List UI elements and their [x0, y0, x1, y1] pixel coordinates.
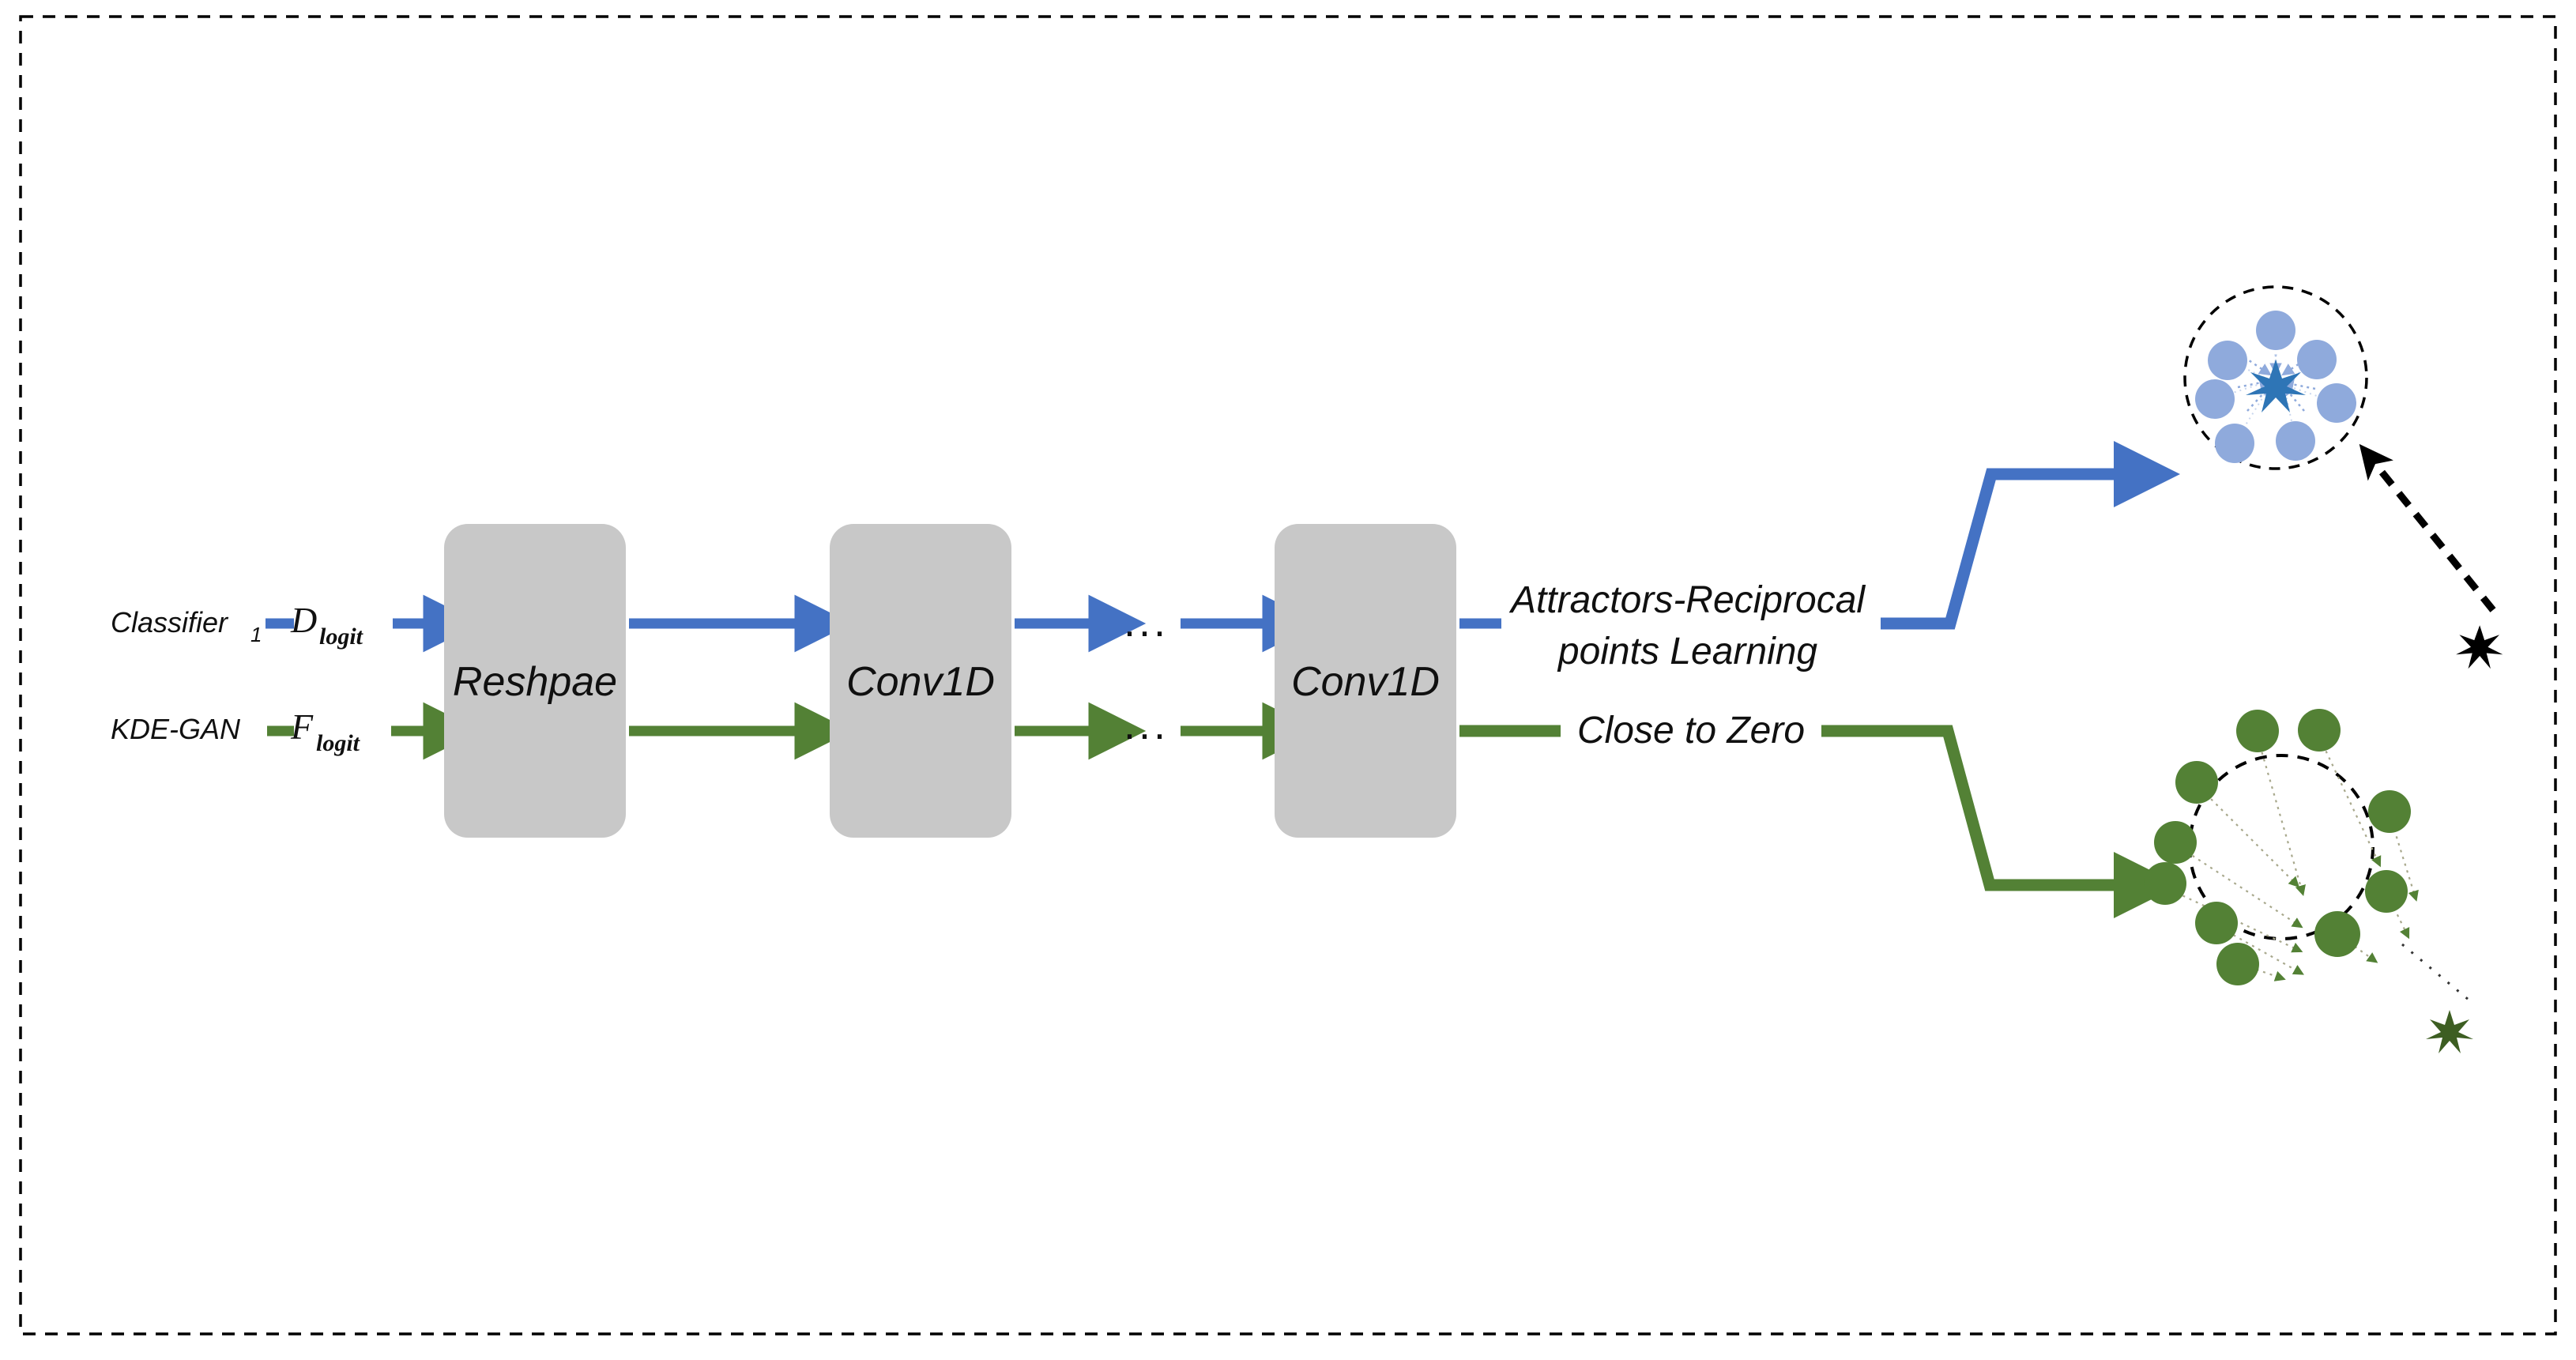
- classifier-subscript: 1: [250, 623, 262, 646]
- blue-cluster-boundary: [2183, 285, 2368, 470]
- conv1d-first-label: Conv1D: [846, 659, 995, 705]
- blue-arrow-nw: [2243, 356, 2272, 376]
- blue-arrow-w: [2237, 376, 2272, 390]
- close-to-zero-label-backing: [1561, 711, 1821, 752]
- conv1d-first-box[interactable]: [830, 524, 1011, 838]
- conv1d-last-label: Conv1D: [1291, 659, 1440, 705]
- green-arrow-4: [2174, 843, 2303, 929]
- green-cluster-tail: [2401, 943, 2474, 1005]
- green-arrow-3: [2195, 783, 2300, 888]
- block-conv1d-first[interactable]: Conv1D: [830, 524, 1011, 838]
- green-cluster-dots: [2144, 709, 2411, 985]
- blue-cluster-dots: [2195, 311, 2356, 463]
- kdegan-label: KDE-GAN: [111, 713, 241, 745]
- green-output-path: [1459, 725, 2180, 918]
- attractors-output-label: Attractors-Reciprocal points Learning: [1508, 579, 1866, 672]
- d-logit-symbol: D: [290, 600, 317, 640]
- green-cluster: [2144, 709, 2474, 1053]
- blue-output-path: [1881, 441, 2180, 630]
- classifier-label: Classifier: [111, 606, 229, 639]
- d-logit-subscript: logit: [319, 623, 364, 650]
- attractors-label-line1: Attractors-Reciprocal: [1508, 579, 1866, 621]
- input-classifier: Classifier 1 D logit: [111, 600, 364, 650]
- input-kde-gan: KDE-GAN F logit: [111, 706, 361, 756]
- unknown-sample-pointer-arrow: [2359, 443, 2496, 612]
- ellipsis-green-row: ...: [1124, 701, 1169, 748]
- blue-arrow-e: [2281, 378, 2316, 391]
- reshape-box[interactable]: [444, 524, 626, 838]
- block-reshape[interactable]: Reshpae: [444, 524, 626, 838]
- reshape-label: Reshpae: [453, 659, 617, 705]
- close-to-zero-label-top: Close to Zero: [1577, 710, 1805, 752]
- blue-arrow-se: [2281, 384, 2305, 412]
- ellipsis-blue-row: ...: [1124, 598, 1169, 646]
- blue-asterisk-marker: [2456, 625, 2503, 669]
- blue-star-shape: [2246, 360, 2306, 413]
- block-conv1d-last[interactable]: Conv1D: [1275, 524, 1456, 838]
- attractors-label-line2: points Learning: [1557, 631, 1818, 672]
- green-arrow-2: [2316, 731, 2382, 868]
- conv1d-last-box[interactable]: [1275, 524, 1456, 838]
- blue-arrow-sw: [2246, 384, 2272, 412]
- blue-arrow-ne: [2281, 356, 2310, 376]
- figure-border: [19, 15, 2557, 1336]
- f-logit-subscript: logit: [316, 730, 361, 756]
- green-asterisk-marker: [2426, 1010, 2473, 1053]
- blue-cluster: ✸: [2183, 285, 2368, 470]
